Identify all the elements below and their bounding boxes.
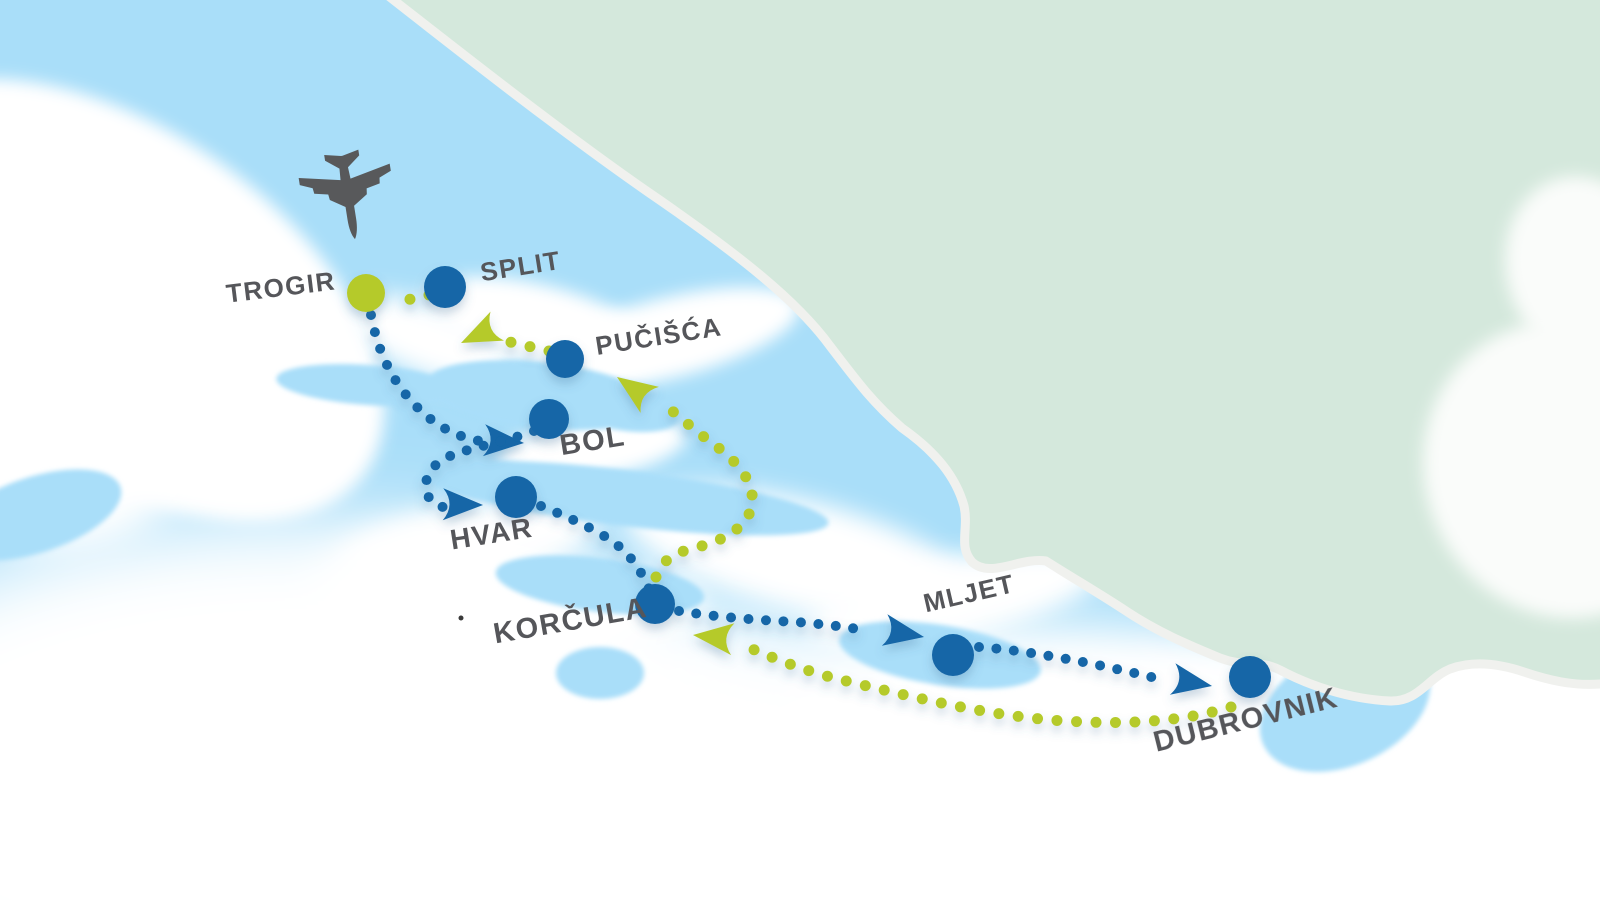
route-outbound-arrow-3 (881, 614, 924, 646)
stop-marker-trogir (347, 274, 385, 312)
route-return-leg-1 (650, 396, 758, 583)
stop-marker-split (424, 266, 466, 308)
routes (366, 289, 1237, 728)
route-outbound-leg-0 (366, 310, 499, 447)
route-return-leg-0 (744, 642, 1237, 728)
route-outbound-arrow-4 (1169, 663, 1212, 695)
stop-marker-mljet (932, 634, 974, 676)
route-outbound-leg-1 (420, 426, 539, 512)
route-outbound-leg-4 (974, 642, 1172, 686)
route-outbound-leg-2 (536, 501, 654, 594)
stop-marker-bol (529, 399, 569, 439)
mainland-inlets (1423, 176, 1600, 619)
route-return-arrow-0 (693, 623, 735, 656)
stop-marker-korcula (635, 584, 675, 624)
mainland (386, 0, 1600, 706)
route-outbound-arrow-1 (442, 488, 483, 521)
stop-markers (347, 266, 1271, 698)
island-brac-east (560, 383, 680, 433)
island-solta (276, 364, 460, 406)
route-return-arrow-1 (617, 377, 659, 414)
route-outbound-leg-3 (674, 606, 874, 636)
stop-marker-dubrovnik (1229, 656, 1271, 698)
stray-dot (458, 615, 464, 621)
plane-icon (298, 149, 391, 240)
airplane-icon (298, 149, 391, 240)
island-lastovo (556, 647, 644, 699)
route-return-arrow-2 (461, 311, 505, 343)
stop-marker-pucisca (546, 340, 584, 378)
stop-marker-hvar (495, 476, 537, 518)
island-left-edge (0, 469, 122, 561)
route-return-leg-2 (504, 336, 555, 357)
route-return-leg-3 (385, 289, 435, 306)
